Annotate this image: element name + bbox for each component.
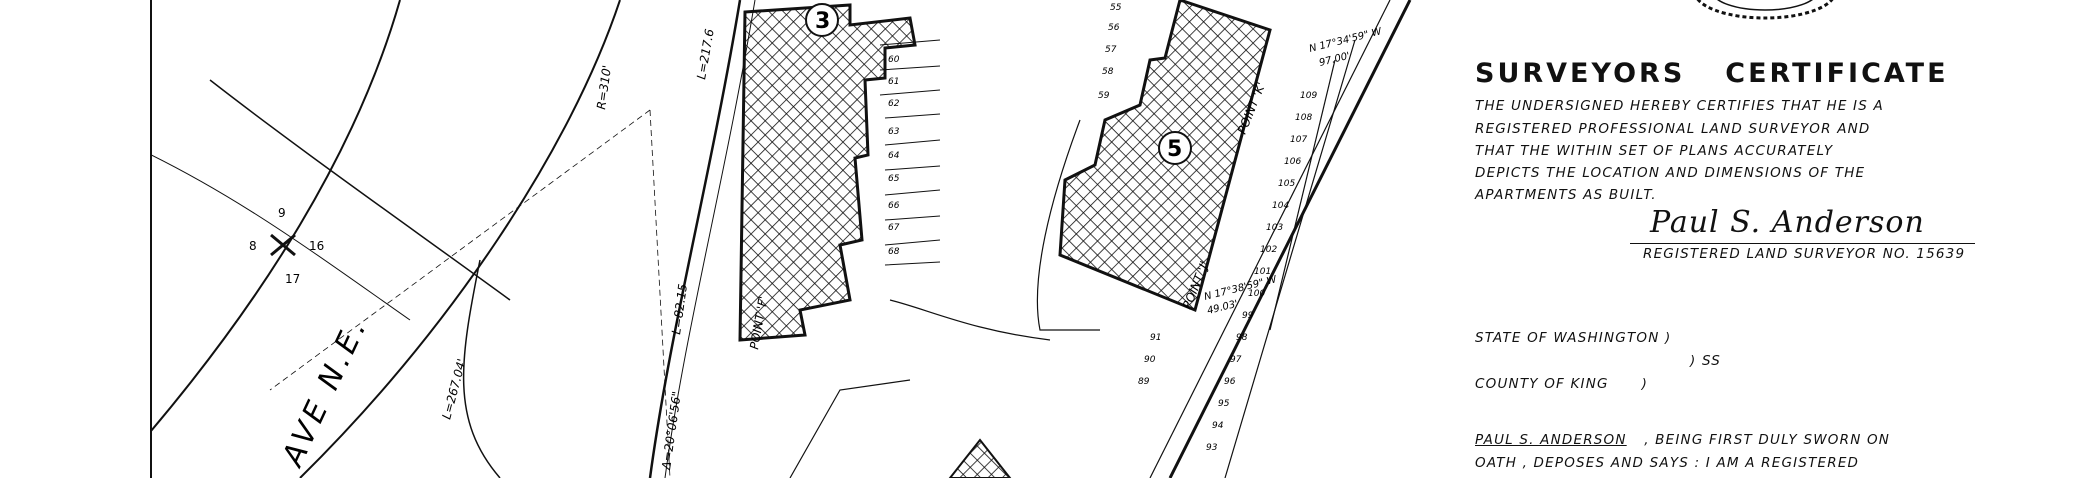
bearing-label: N 17°38'59" W — [1203, 274, 1279, 303]
unit-numbers-east: 109 108 107 106 105 104 103 102 101 100 … — [1206, 91, 1317, 453]
certificate-body-line: THE UNDERSIGNED HEREBY CERTIFIES THAT HE… — [1475, 98, 1884, 114]
unit-number: 91 — [1150, 333, 1161, 343]
unit-numbers-north: 55 56 57 58 59 — [1098, 3, 1122, 101]
street-edge-curve — [150, 0, 401, 434]
unit-number: 99 — [1242, 311, 1254, 321]
unit-number: 98 — [1236, 333, 1248, 343]
unit-number: 58 — [1102, 67, 1114, 77]
driveway — [889, 299, 1051, 341]
surveyor-name: PAUL S. ANDERSON — [1475, 432, 1627, 448]
ss-line: ) SS — [1690, 353, 1722, 369]
unit-number: 60 — [888, 55, 900, 65]
centerline — [209, 79, 511, 301]
bearing-label: 97.00' — [1318, 51, 1351, 69]
unit-number: 93 — [1206, 443, 1218, 453]
unit-number: 64 — [888, 151, 900, 161]
signature-line — [1630, 243, 1975, 244]
unit-number: 62 — [888, 99, 900, 109]
radial-line — [269, 109, 651, 391]
certificate-body-line: APARTMENTS AS BUILT. — [1475, 187, 1657, 203]
east-property-line — [1149, 0, 1391, 478]
unit-number: 103 — [1266, 223, 1283, 233]
unit-number: 97 — [1230, 355, 1242, 365]
oath-line: PAUL S. ANDERSON , BEING FIRST DULY SWOR… — [1475, 432, 1891, 448]
property-line-curve — [648, 0, 742, 478]
unit-numbers-south: 91 90 89 — [1138, 333, 1161, 387]
unit-number: 89 — [1138, 377, 1150, 387]
building-number: 5 — [1167, 137, 1182, 162]
unit-number: 108 — [1295, 113, 1312, 123]
driveway — [789, 379, 911, 478]
unit-number: 94 — [1212, 421, 1224, 431]
unit-number: 106 — [1284, 157, 1301, 167]
monument-marker: 9 8 16 17 — [249, 206, 324, 286]
building-fragment — [948, 438, 1012, 478]
unit-number: 63 — [888, 127, 900, 137]
unit-number: 109 — [1300, 91, 1317, 101]
surveyor-signature: Paul S. Anderson — [1650, 205, 1925, 240]
monument-number: 17 — [285, 272, 300, 286]
monument-number: 8 — [249, 239, 257, 253]
building-number: 3 — [815, 9, 830, 34]
unit-number: 66 — [888, 201, 900, 211]
oath-line: OATH , DEPOSES AND SAYS : I AM A REGISTE… — [1475, 455, 1860, 471]
parking-stalls-east — [1224, 39, 1356, 478]
building-3 — [738, 3, 917, 342]
east-property-line — [1168, 0, 1412, 478]
unit-number: 107 — [1290, 135, 1307, 145]
unit-number: 101 — [1254, 267, 1271, 277]
certificate-body-line: THAT THE WITHIN SET OF PLANS ACCURATELY — [1475, 143, 1834, 159]
radial-line — [649, 109, 671, 478]
county-line: COUNTY OF KING ) — [1475, 376, 1649, 392]
unit-number: 61 — [888, 77, 899, 87]
unit-number: 68 — [888, 247, 900, 257]
unit-number: 105 — [1278, 179, 1295, 189]
state-line: STATE OF WASHINGTON ) — [1475, 330, 1672, 346]
unit-number: 59 — [1098, 91, 1110, 101]
curb-line — [462, 259, 501, 478]
street-name: AVE N.E. — [275, 311, 375, 473]
seal-icon — [1696, 0, 1834, 20]
unit-number: 95 — [1218, 399, 1230, 409]
curve-label: R=310' — [594, 64, 614, 110]
monument-number: 9 — [278, 206, 286, 220]
unit-number: 100 — [1248, 289, 1265, 299]
unit-number: 55 — [1110, 3, 1122, 13]
surveyor-registration: REGISTERED LAND SURVEYOR NO. 15639 — [1643, 246, 1966, 262]
property-line-curve — [664, 0, 756, 478]
centerline — [150, 153, 411, 321]
unit-number: 56 — [1108, 23, 1120, 33]
unit-number: 65 — [888, 174, 900, 184]
certificate-body-line: DEPICTS THE LOCATION AND DIMENSIONS OF T… — [1475, 165, 1866, 181]
unit-number: 57 — [1105, 45, 1117, 55]
driveway — [1036, 119, 1100, 331]
certificate-body-line: REGISTERED PROFESSIONAL LAND SURVEYOR AN… — [1475, 121, 1871, 137]
unit-number: 96 — [1224, 377, 1236, 387]
site-plan-drawing: 9 8 16 17 AVE N.E. R=310' L=267.04' L=21… — [150, 0, 1412, 478]
curve-label: L=82.15 — [669, 283, 690, 336]
unit-number: 67 — [888, 223, 900, 233]
street-edge-curve — [299, 0, 621, 478]
unit-numbers-west: 60 61 62 63 64 65 66 67 68 — [888, 55, 900, 257]
curve-label: L=217.6 — [694, 27, 717, 80]
unit-number: 90 — [1144, 355, 1156, 365]
unit-number: 102 — [1260, 245, 1277, 255]
unit-number: 104 — [1272, 201, 1289, 211]
monument-number: 16 — [309, 239, 324, 253]
